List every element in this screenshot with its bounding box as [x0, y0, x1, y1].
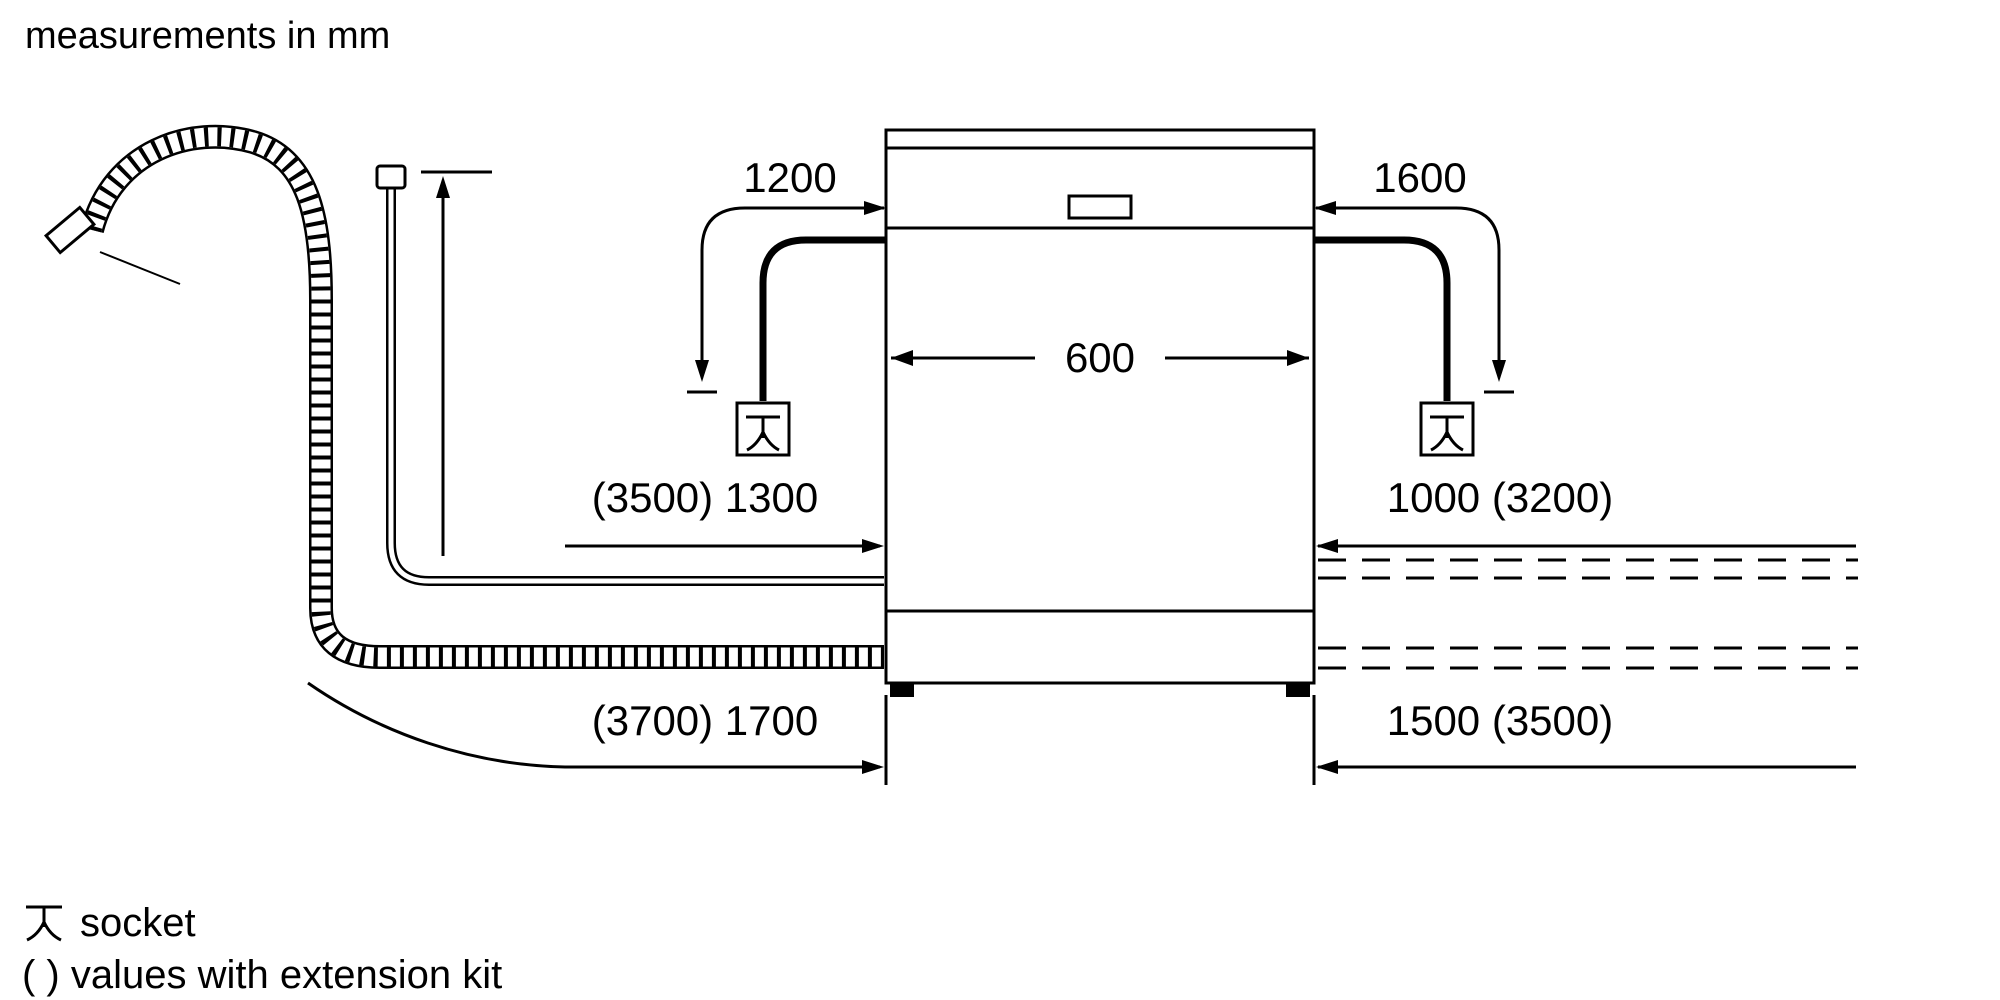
arrow-down-icon [695, 360, 709, 382]
socket-icon [1430, 415, 1464, 452]
appliance-handle [1067, 194, 1133, 220]
arrow-left-icon [1314, 201, 1336, 215]
arrow-down-icon [1492, 360, 1506, 382]
arrow-left-icon [1316, 539, 1338, 553]
dim-supply-hose-right: 1000 (3200) [1316, 474, 1856, 553]
dim-drain-hose-left: (3700) 1700 [307, 681, 888, 785]
drain-hose-end-pointer [99, 251, 181, 285]
dim-appliance-width: 600 [891, 334, 1309, 381]
legend-socket-label: socket [80, 901, 196, 945]
arrow-right-icon [864, 201, 886, 215]
dim-appliance-width-label: 600 [1065, 334, 1135, 381]
drain-hose [43, 124, 884, 669]
legend-extension-label: ( ) values with extension kit [22, 953, 502, 997]
arrow-right-icon [1287, 350, 1309, 366]
extension-hoses-dashed [1318, 558, 1858, 670]
socket-right [1419, 401, 1475, 457]
units-note: measurements in mm [25, 15, 390, 57]
dim-power-cord-left-label: 1200 [743, 154, 836, 201]
arrow-up-icon [436, 176, 450, 198]
appliance-body [884, 128, 1316, 685]
supply-hose-end-cap [375, 164, 407, 190]
arrow-left-icon [1316, 760, 1338, 774]
socket-icon [26, 905, 62, 942]
arrow-right-icon [862, 760, 884, 774]
supply-hose-body [388, 186, 884, 584]
dim-drain-hose-left-label: (3700) 1700 [592, 697, 819, 744]
dim-supply-hose-right-label: 1000 (3200) [1387, 474, 1614, 521]
dim-supply-hose-left: (3500) 1300 [565, 474, 884, 553]
dim-supply-height-reference [421, 170, 492, 556]
arrow-left-icon [891, 350, 913, 366]
socket-icon [746, 415, 780, 452]
dim-power-cord-right-label: 1600 [1373, 154, 1466, 201]
power-cable-left [759, 236, 886, 401]
supply-hose [375, 164, 884, 586]
dim-drain-hose-right: 1500 (3500) [1312, 695, 1856, 785]
drain-hose-end-fitting-body [43, 205, 97, 255]
socket-left [735, 401, 791, 457]
drain-hose-end-fitting [43, 205, 97, 255]
dim-power-cord-right: 1600 [1314, 154, 1514, 394]
dim-supply-hose-left-label: (3500) 1300 [592, 474, 819, 521]
appliance-foot-right [1286, 683, 1310, 697]
appliance-foot-left [890, 683, 914, 697]
appliance-outline [884, 128, 1316, 697]
legend: socket ( ) values with extension kit [22, 901, 502, 997]
dim-power-cord-left: 1200 [687, 154, 886, 394]
drain-hose-corrugation [82, 127, 884, 667]
arrow-right-icon [862, 539, 884, 553]
dim-drain-hose-right-label: 1500 (3500) [1387, 697, 1614, 744]
power-cable-right [1314, 236, 1451, 401]
